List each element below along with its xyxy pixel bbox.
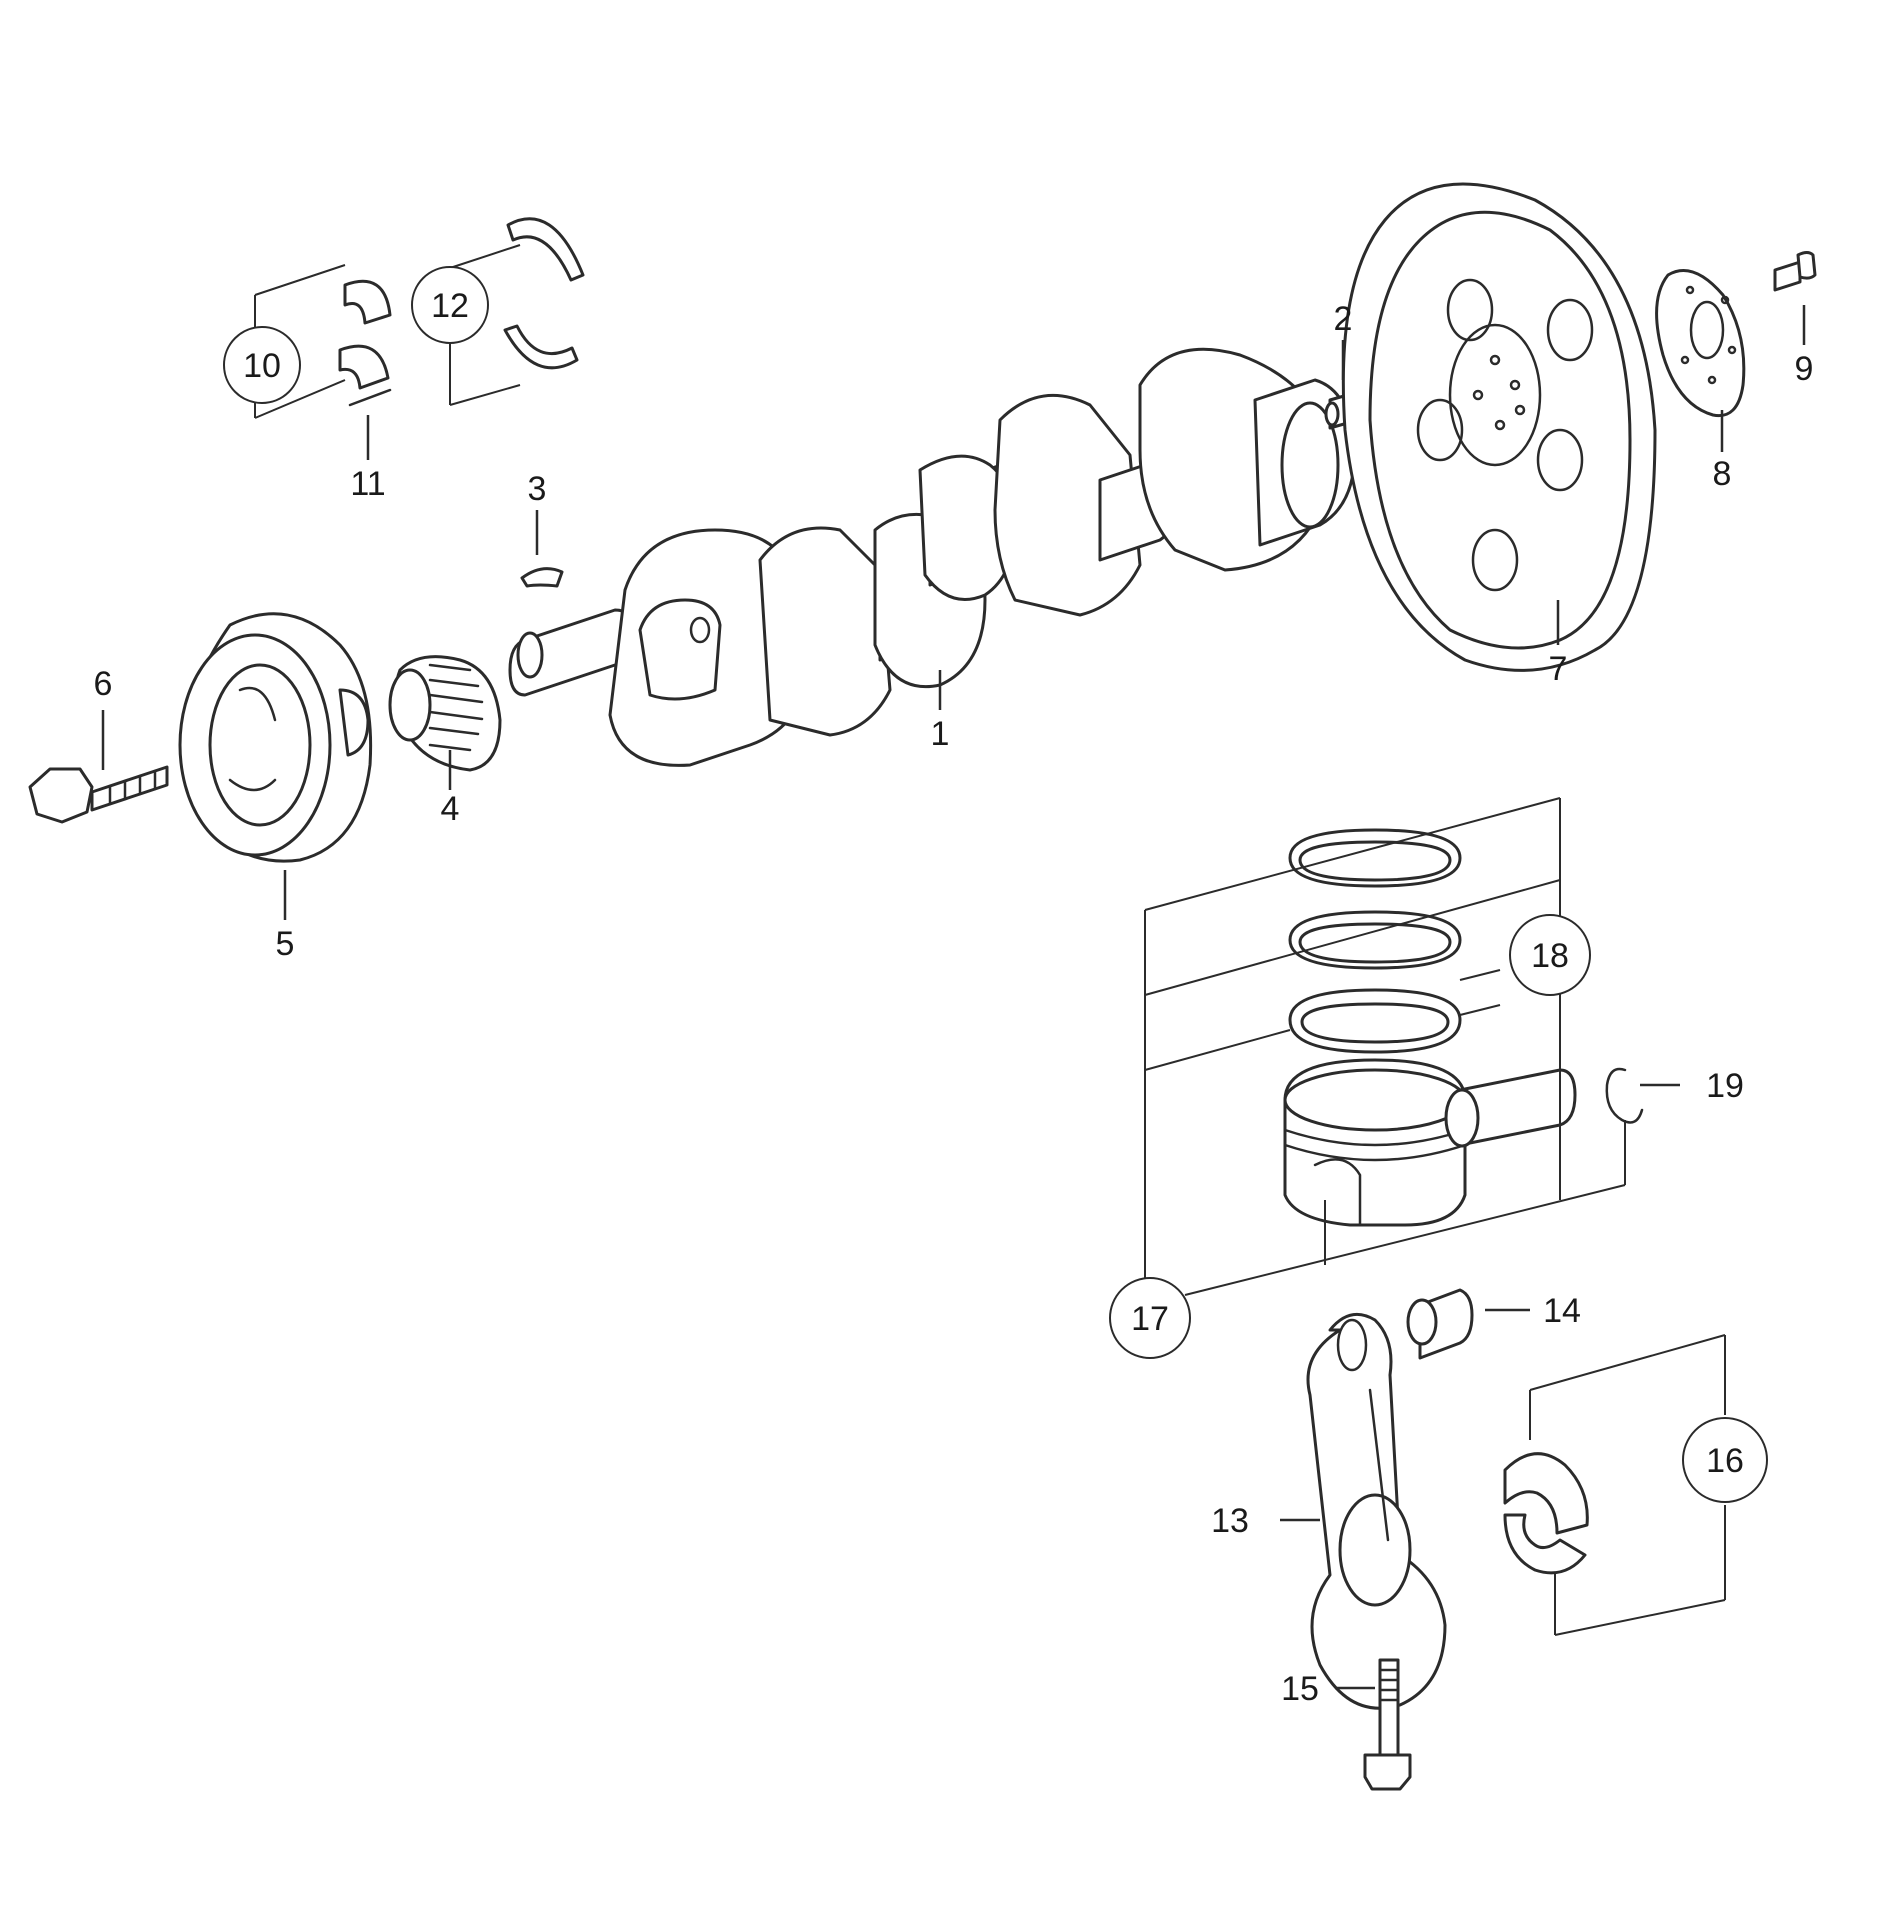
piston-pin	[1444, 1068, 1577, 1148]
piston-ring-set	[1288, 828, 1462, 1054]
callout-16: 16	[1706, 1442, 1744, 1480]
callout-19: 19	[1706, 1067, 1744, 1105]
callout-10: 10	[243, 347, 281, 385]
circlip	[1605, 1067, 1644, 1124]
callout-1: 1	[931, 715, 950, 753]
callout-11: 11	[350, 465, 385, 503]
shim-plate	[1655, 269, 1746, 418]
callout-9: 9	[1795, 350, 1814, 388]
callout-3: 3	[528, 470, 547, 508]
main-bearing-shell-set	[254, 264, 392, 419]
leader-lines	[101, 305, 1806, 1690]
callout-2: 2	[1334, 300, 1353, 338]
crankshaft-pulley	[178, 612, 373, 863]
callout-15: 15	[1281, 1670, 1319, 1708]
callout-7: 7	[1549, 650, 1568, 688]
crankshaft	[508, 347, 1357, 767]
small-end-bushing	[1406, 1288, 1474, 1360]
callout-5: 5	[276, 925, 295, 963]
thrust-washer-set	[449, 217, 585, 406]
callout-13: 13	[1211, 1502, 1249, 1540]
flywheel-bolt	[1773, 251, 1817, 292]
callout-14: 14	[1543, 1292, 1581, 1330]
woodruff-key	[520, 567, 564, 588]
flywheel-drive-plate	[1341, 182, 1657, 672]
connecting-rod-bolt	[1363, 1658, 1412, 1791]
callout-12: 12	[431, 287, 469, 325]
piston	[1283, 1058, 1467, 1227]
rod-bearing-shell-set	[1503, 1334, 1726, 1636]
callout-17: 17	[1131, 1300, 1169, 1338]
crankshaft-gear	[388, 655, 502, 772]
callout-4: 4	[441, 790, 460, 828]
callout-labels: 1 2 3 4 5 6 7 8 9 11 13 14 15 19 10 12 1…	[94, 266, 1814, 1708]
pulley-bolt	[28, 765, 169, 824]
connecting-rod	[1306, 1312, 1447, 1710]
callout-6: 6	[94, 665, 113, 703]
callout-8: 8	[1713, 455, 1732, 493]
callout-18: 18	[1531, 937, 1569, 975]
